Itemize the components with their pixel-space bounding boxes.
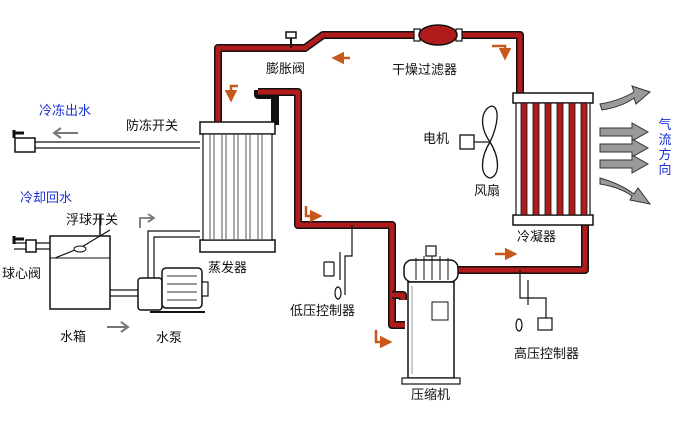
float-switch-label: 浮球开关: [66, 213, 119, 228]
expansion-valve: [285, 31, 297, 48]
high-pressure-controller: [515, 270, 553, 332]
airflow-direction-label: 气流方向: [658, 118, 672, 178]
water-tank: [49, 215, 111, 310]
chilled-water-out-label: 冷冻出水: [39, 104, 92, 119]
ball-valve: [12, 236, 50, 253]
float-switch-arrow: [139, 213, 156, 228]
flow-arrow: [374, 330, 393, 349]
water-tank-label: 水箱: [60, 330, 87, 345]
water-pump: [137, 267, 209, 313]
compressor-label: 压缩机: [411, 388, 451, 403]
motor: [459, 134, 490, 150]
flow-arrow: [224, 84, 238, 103]
condenser-label: 冷凝器: [517, 230, 557, 245]
tank-pump-pipe: [110, 230, 200, 297]
evaporator-label: 蒸发器: [208, 261, 248, 276]
tank-arrow: [107, 321, 130, 333]
flow-arrow: [304, 206, 323, 223]
condenser: [512, 92, 594, 226]
water-pump-label: 水泵: [156, 331, 183, 346]
suction-pipe: [254, 88, 405, 329]
fan: [481, 105, 499, 179]
cooling-return-label: 冷却回水: [20, 191, 73, 206]
filter-drier-label: 干燥过滤器: [392, 63, 458, 78]
chilled-water-pipe: [12, 130, 200, 153]
refrigerant-loop: [214, 31, 589, 329]
evaporator: [199, 121, 276, 253]
flow-arrows: [224, 44, 518, 349]
compressor: [401, 245, 461, 385]
fan-label: 风扇: [474, 184, 501, 199]
high-pressure-controller-label: 高压控制器: [514, 347, 580, 362]
motor-label: 电机: [423, 132, 450, 147]
expansion-valve-label: 膨胀阀: [266, 62, 306, 77]
chilled-water-arrow: [52, 127, 78, 139]
filter-drier: [413, 24, 463, 46]
ball-valve-label: 球心阀: [2, 267, 42, 282]
flow-arrow: [492, 44, 512, 61]
antifreeze-switch-label: 防冻开关: [126, 119, 179, 134]
low-pressure-controller: [323, 225, 353, 300]
low-pressure-controller-label: 低压控制器: [290, 304, 356, 319]
airflow-arrows: [599, 85, 652, 205]
